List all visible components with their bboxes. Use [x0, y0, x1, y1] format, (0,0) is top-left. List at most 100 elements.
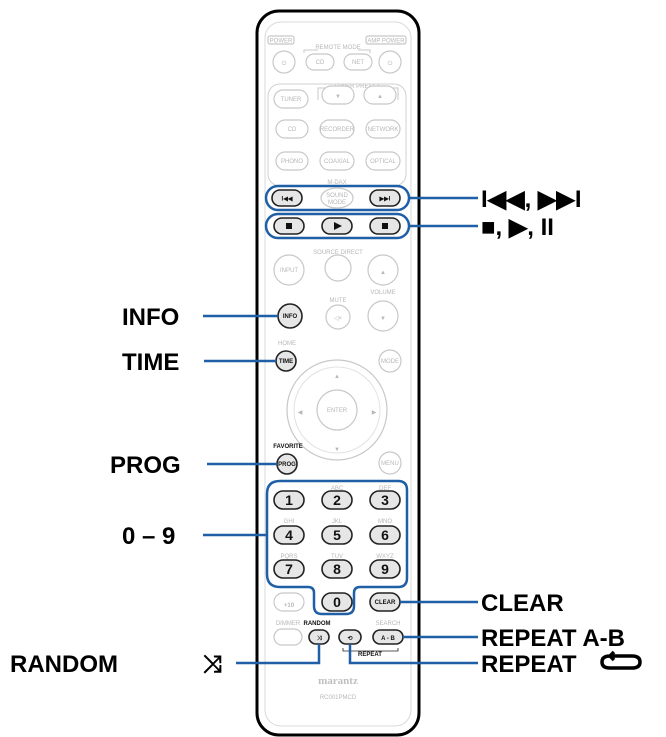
optical-button[interactable] [365, 151, 401, 171]
digit-9-button[interactable] [369, 559, 401, 579]
plus10-button[interactable] [273, 592, 305, 612]
sound-mode-button[interactable] [320, 187, 354, 209]
callout-transport: ■, ▶, II [481, 214, 554, 241]
cd-source-label: CD [288, 127, 297, 133]
time-button-label: TIME [279, 359, 293, 365]
power-icon: ⏻ [282, 60, 287, 67]
digit-3-button[interactable] [369, 490, 401, 510]
skip-back-button[interactable] [271, 189, 303, 207]
digit-5-label: 5 [333, 527, 341, 543]
nav-left-icon[interactable]: ◀ [298, 410, 303, 416]
digit-8-button[interactable] [321, 559, 353, 579]
callout-repeat-icon [600, 650, 642, 670]
skip-forward-button[interactable] [369, 189, 401, 207]
preset-up-button[interactable] [363, 85, 397, 105]
digit-5-button[interactable] [321, 525, 353, 545]
digit-6-button[interactable] [369, 525, 401, 545]
cd-mode-button[interactable] [305, 53, 335, 71]
leader-random [236, 644, 321, 665]
input-button[interactable] [273, 254, 305, 286]
source-direct-label: SOURCE DIRECT [313, 250, 363, 256]
favorite-label: FAVORITE [273, 444, 303, 450]
keypad-sub-abc: ABC [331, 486, 344, 492]
volume-down-icon: ▼ [380, 316, 386, 322]
volume-down-button[interactable] [367, 300, 399, 332]
tuner-label: TUNER [281, 97, 302, 103]
menu-button[interactable] [378, 451, 402, 475]
recorder-label: RECORDER [320, 127, 355, 133]
dimmer-label: DIMMER [276, 621, 301, 627]
callout-info: INFO [122, 304, 179, 331]
digit-7-label: 7 [285, 561, 293, 577]
digit-4-label: 4 [285, 527, 293, 543]
volume-label: VOLUME [370, 290, 395, 296]
tuner-button[interactable] [273, 89, 309, 109]
preset-down-button[interactable] [321, 85, 355, 105]
enter-label: ENTER [327, 408, 348, 414]
repeat-ab-label: A - B [381, 636, 395, 642]
preset-down-icon: ▼ [335, 94, 341, 100]
nav-up-icon[interactable]: ▲ [334, 374, 340, 380]
keypad-sub-mno: MNO [378, 519, 392, 525]
network-label: NETWORK [368, 127, 399, 133]
network-button[interactable] [365, 119, 401, 139]
sound-mode-label-2: MODE [328, 200, 346, 206]
random-icon: ⤨ [317, 635, 322, 642]
keypad-sub-tuv: TUV [331, 554, 343, 560]
net-mode-button[interactable] [343, 53, 373, 71]
phono-label: PHONO [281, 159, 303, 165]
prog-button-label: PROG [278, 462, 296, 468]
power-label: POWER [270, 39, 293, 45]
cd-source-button[interactable] [275, 119, 309, 139]
amp-power-icon: ⏻ [388, 60, 393, 67]
amp-power-label: AMP POWER [367, 39, 405, 45]
nav-down-icon[interactable]: ▼ [334, 447, 340, 453]
keypad-sub-ghi: GHI [284, 519, 295, 525]
recorder-button[interactable] [319, 119, 355, 139]
enter-button[interactable] [316, 389, 358, 431]
volume-up-icon: ▲ [380, 270, 386, 276]
mdax-label: M-DAX [327, 180, 346, 186]
mute-label: MUTE [330, 298, 347, 304]
input-label: INPUT [280, 268, 298, 274]
clear-button-label: CLEAR [375, 600, 396, 606]
keypad: ABC DEF 1 2 3 GHI JKL MNO 4 5 6 PQRS TUV… [273, 486, 401, 612]
mute-button[interactable] [325, 304, 351, 330]
keypad-sub-pqrs: PQRS [280, 554, 297, 560]
coaxial-button[interactable] [319, 151, 355, 171]
callout-digits: 0 – 9 [122, 523, 175, 550]
phono-button[interactable] [275, 151, 309, 171]
power-button[interactable] [272, 50, 296, 74]
tuner-preset-label: TUNER PRESET [334, 84, 381, 90]
random-label: RANDOM [304, 621, 331, 627]
keypad-sub-wxyz: WXYZ [376, 554, 394, 560]
mode-button[interactable] [378, 349, 402, 373]
search-label: SEARCH [375, 621, 400, 627]
skip-back-icon: I◀◀ [282, 196, 293, 203]
callout-repeat: REPEAT [481, 651, 577, 678]
digit-6-label: 6 [381, 527, 389, 543]
keypad-sub-jkl: JKL [332, 519, 343, 525]
plus10-label: +10 [284, 603, 295, 609]
dimmer-button[interactable] [273, 628, 303, 646]
nav-right-icon[interactable]: ▶ [372, 410, 377, 416]
digit-0-button[interactable] [321, 592, 353, 612]
leader-repeat [348, 644, 478, 665]
digit-7-button[interactable] [273, 559, 305, 579]
callout-repeat-ab: REPEAT A-B [481, 625, 625, 652]
amp-power-button[interactable] [378, 50, 402, 74]
source-direct-button[interactable] [324, 254, 352, 282]
keypad-highlight [265, 479, 409, 616]
digit-1-button[interactable] [273, 490, 305, 510]
volume-up-button[interactable] [367, 254, 399, 286]
net-mode-label: NET [352, 60, 364, 66]
repeat-icon: ⟲ [347, 635, 353, 642]
digit-2-button[interactable] [321, 490, 353, 510]
coaxial-label: COAXIAL [324, 159, 351, 165]
digit-2-label: 2 [333, 492, 341, 508]
callout-clear: CLEAR [481, 590, 564, 617]
digit-4-button[interactable] [273, 525, 305, 545]
digit-8-label: 8 [333, 561, 341, 577]
callout-time: TIME [122, 349, 179, 376]
